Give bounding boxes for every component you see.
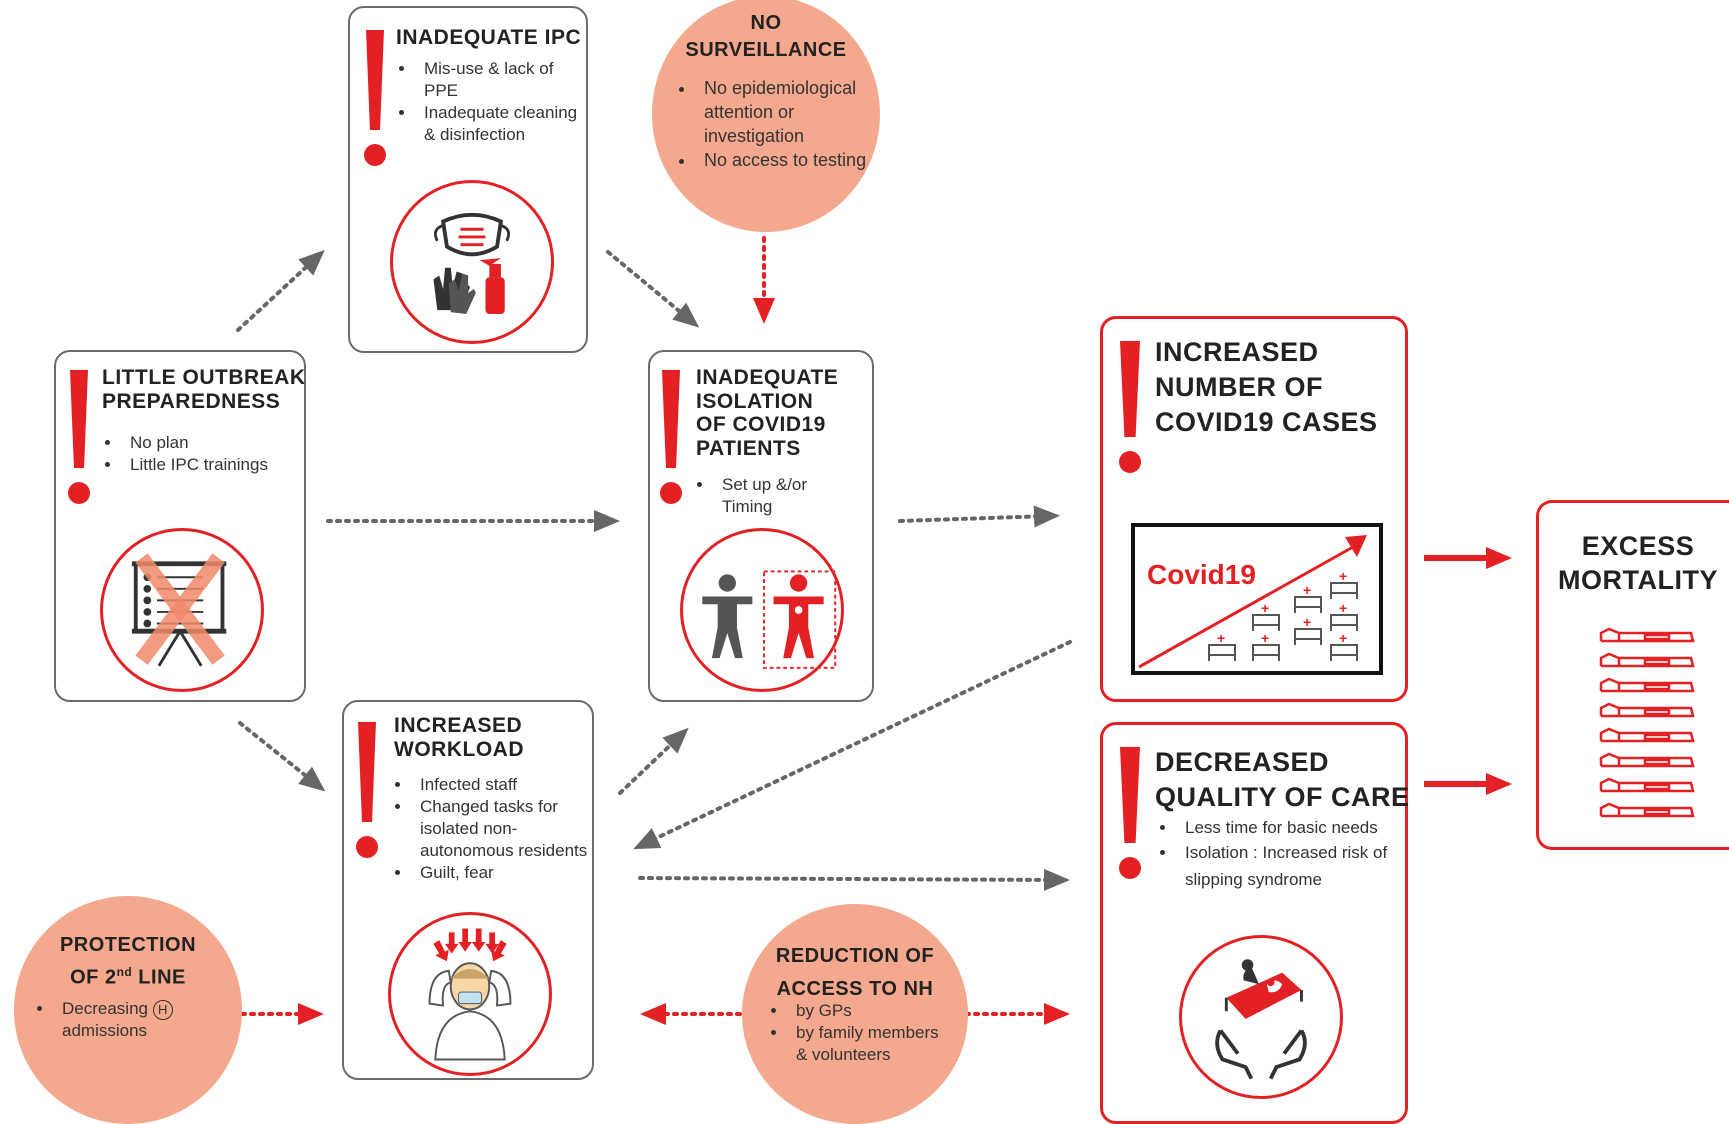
increased-cases-title: INCREASED NUMBER OF COVID19 CASES — [1155, 337, 1378, 437]
list-item: No epidemiological attention or investig… — [696, 76, 882, 148]
no-surveillance-title: NO SURVEILLANCE — [685, 12, 847, 61]
list-item: Inadequate cleaning & disinfection — [416, 102, 584, 146]
increased-cases-box: INCREASED NUMBER OF COVID19 CASES +++ ++… — [1100, 316, 1408, 702]
svg-text:+: + — [1261, 600, 1269, 616]
list-item: Guilt, fear — [412, 862, 602, 884]
inadequate-ipc-box: INADEQUATE IPC Mis-use & lack of PPE Ina… — [348, 6, 588, 353]
reduction-access-title: REDUCTION OF ACCESS TO NH — [775, 945, 935, 1000]
inadequate-isolation-box: INADEQUATE ISOLATION OF COVID19 PATIENTS… — [648, 350, 874, 702]
arrow-workload-to-isolation — [618, 727, 689, 795]
inadequate-ipc-bullets: Mis-use & lack of PPE Inadequate cleanin… — [394, 58, 584, 146]
arrow-preparedness-to-ipc — [236, 249, 325, 332]
list-item: Mis-use & lack of PPE — [416, 58, 584, 102]
care-hands-bed-icon — [1179, 935, 1343, 1099]
arrow-isolation-to-cases — [898, 505, 1060, 528]
outbreak-preparedness-title: LITTLE OUTBREAK PREPAREDNESS — [102, 366, 306, 413]
protection-2nd-line-bullets: Decreasing H admissions — [32, 998, 214, 1042]
warning-icon — [362, 30, 388, 166]
rising-beds-chart-icon: + + + + + + + + Covid19 — [1131, 523, 1383, 675]
svg-text:+: + — [1339, 600, 1347, 616]
no-surveillance-bullets: No epidemiological attention or investig… — [674, 76, 882, 172]
list-item: Changed tasks for isolated non-autonomou… — [412, 796, 602, 862]
outbreak-preparedness-box: LITTLE OUTBREAK PREPAREDNESS No plan Lit… — [54, 350, 306, 702]
svg-text:+: + — [1339, 568, 1347, 584]
svg-text:+: + — [1303, 614, 1311, 630]
isolated-person-icon — [680, 528, 844, 692]
chart-label: Covid19 — [1147, 559, 1256, 590]
protection-2nd-line-title: PROTECTION OF 2nd LINE — [59, 934, 197, 989]
arrow-cases-to-workload — [633, 640, 1072, 850]
excess-mortality-box: EXCESS MORTALITY — [1536, 500, 1729, 850]
excess-mortality-title: EXCESS MORTALITY — [1558, 531, 1718, 595]
protection-2nd-line-circle: PROTECTION OF 2nd LINE Decreasing H admi… — [14, 896, 242, 1124]
decreased-quality-title: DECREASED QUALITY OF CARE — [1155, 747, 1410, 812]
svg-text:+: + — [1217, 630, 1225, 646]
increased-workload-box: INCREASED WORKLOAD Infected staff Change… — [342, 700, 594, 1080]
mask-gloves-spray-icon — [390, 180, 554, 344]
svg-text:+: + — [1261, 630, 1269, 646]
inadequate-ipc-title: INADEQUATE IPC — [396, 26, 582, 49]
svg-text:+: + — [1303, 582, 1311, 598]
stacked-beds-icon — [1599, 627, 1699, 823]
list-item: by family members & volunteers — [788, 1022, 948, 1066]
decreased-quality-box: DECREASED QUALITY OF CARE Less time for … — [1100, 722, 1410, 1124]
arrow-preparedness-to-workload — [238, 721, 326, 792]
warning-icon — [66, 370, 92, 504]
warning-icon — [658, 370, 684, 504]
inadequate-isolation-bullets: Set up &/or Timing — [692, 474, 854, 518]
warding-icon — [354, 722, 380, 858]
reduction-access-bullets: by GPs by family members & volunteers — [766, 1000, 948, 1066]
list-item: by GPs — [788, 1000, 948, 1022]
warning-icon — [1115, 747, 1145, 879]
reduction-access-circle: REDUCTION OF ACCESS TO NH by GPs by fami… — [742, 904, 968, 1124]
hospital-badge-icon: H — [152, 999, 173, 1020]
inadequate-isolation-title: INADEQUATE ISOLATION OF COVID19 PATIENTS — [696, 366, 839, 460]
list-item: Isolation : Increased risk of slipping s… — [1177, 839, 1427, 893]
list-item: No plan — [122, 432, 302, 454]
list-item: Decreasing H admissions — [54, 998, 214, 1042]
crossed-plan-board-icon — [100, 528, 264, 692]
warning-icon — [1115, 341, 1145, 473]
arrow-workload-to-quality — [638, 868, 1070, 891]
list-item: Less time for basic needs — [1177, 817, 1427, 839]
list-item: Set up &/or Timing — [714, 474, 854, 518]
list-item: Little IPC trainings — [122, 454, 302, 476]
stressed-worker-icon — [388, 912, 552, 1076]
increased-workload-bullets: Infected staff Changed tasks for isolate… — [390, 774, 602, 884]
increased-workload-title: INCREASED WORKLOAD — [394, 714, 524, 761]
outbreak-preparedness-bullets: No plan Little IPC trainings — [100, 432, 302, 476]
decreased-quality-bullets: Less time for basic needs Isolation : In… — [1155, 817, 1427, 893]
svg-text:+: + — [1339, 630, 1347, 646]
arrow-ipc-to-isolation — [606, 250, 700, 328]
list-item: Infected staff — [412, 774, 602, 796]
list-item: No access to testing — [696, 148, 882, 172]
no-surveillance-circle: NO SURVEILLANCE No epidemiological atten… — [652, 0, 880, 232]
